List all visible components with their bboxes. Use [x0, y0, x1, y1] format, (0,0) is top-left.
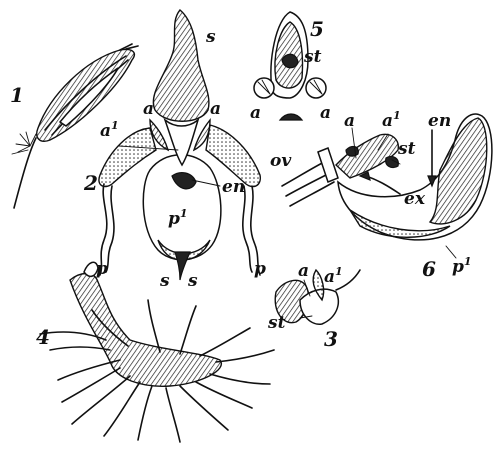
- figure-3-number: 3: [324, 327, 338, 351]
- figure-2-number: 2: [83, 171, 98, 195]
- figure-4-rhizome: 4: [36, 262, 274, 442]
- figure-3-label-a: a: [298, 261, 309, 281]
- figure-6-label-st: st: [397, 139, 416, 159]
- figure-1-seed-capsule: 1: [10, 44, 138, 208]
- figure-5-label-st: st: [303, 47, 322, 67]
- figure-2-label-a1: a1: [100, 119, 119, 141]
- figure-5-label-a-left: a: [250, 103, 261, 123]
- figure-3-column-detail: a a1 st 3: [267, 261, 360, 351]
- figure-2-label-en: en: [222, 177, 245, 197]
- figure-5-column: 5 st a a: [250, 12, 331, 123]
- figure-3-label-a1: a1: [324, 265, 343, 287]
- figure-2-label-s-top: s: [205, 27, 216, 47]
- figure-2-label-a-right: a: [210, 99, 221, 119]
- figure-5-number: 5: [310, 17, 324, 41]
- figure-5-label-a-right: a: [320, 103, 331, 123]
- figure-6-number: 6: [422, 257, 436, 281]
- figure-2-label-s-bottom-left: s: [159, 271, 170, 291]
- figure-4-number: 4: [36, 325, 50, 349]
- figure-6-label-a: a: [344, 111, 355, 131]
- figure-6-label-p1: p1: [452, 255, 472, 277]
- figure-6-label-ex: ex: [404, 189, 426, 209]
- figure-2-label-a-left: a: [143, 99, 154, 119]
- figure-6-section: ov a a1 en st ex p1 6: [270, 109, 492, 281]
- figure-2-label-s-bottom-right: s: [187, 271, 198, 291]
- figure-6-label-ov: ov: [270, 151, 292, 171]
- figure-6-label-en: en: [428, 111, 451, 131]
- figure-2-flower: s a a a1 en p1 p p s s 2: [83, 10, 266, 291]
- figure-1-number: 1: [10, 83, 24, 107]
- figure-2-label-p-right: p: [254, 259, 266, 279]
- figure-6-label-a1: a1: [382, 109, 401, 131]
- figure-3-label-st: st: [267, 313, 286, 333]
